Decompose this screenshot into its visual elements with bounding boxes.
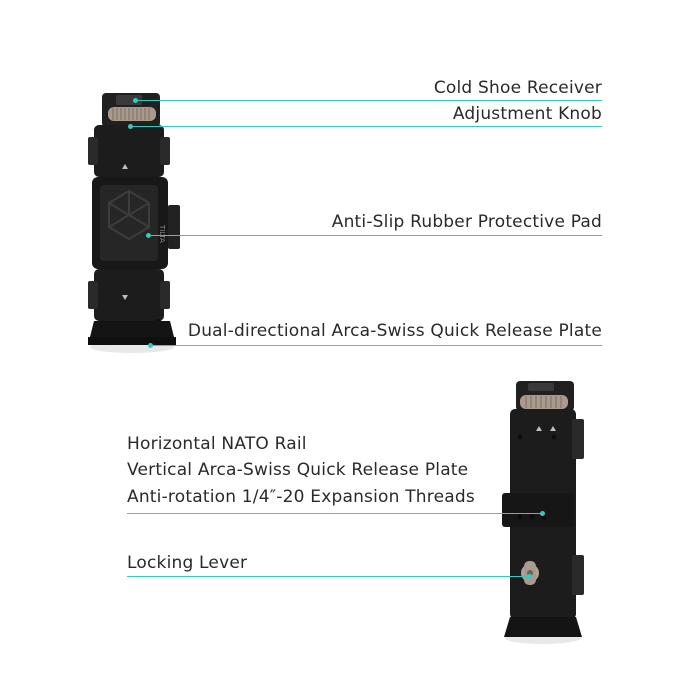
callout-cold-shoe-receiver: Cold Shoe Receiver [433,78,602,98]
leader-dot-locking-lever [527,574,532,579]
callout-vertical-arca-plate: Vertical Arca-Swiss Quick Release Plate [127,460,469,480]
leader-line-expansion-threads [127,513,542,514]
leader-dot-expansion-threads [540,511,545,516]
leader-dot-cold-shoe [133,98,138,103]
callout-horizontal-nato-rail: Horizontal NATO Rail [127,434,307,454]
leader-line-cold-shoe [135,100,602,101]
leader-dot-adjustment-knob [128,124,133,129]
callout-adjustment-knob: Adjustment Knob [452,104,602,124]
leader-dot-anti-slip-pad [146,233,151,238]
leader-dot-dual-arca-plate [148,343,153,348]
leader-line-dual-arca-plate [150,345,602,346]
callout-locking-lever: Locking Lever [127,553,248,573]
leader-line-anti-slip-pad [148,235,602,236]
leader-line-adjustment-knob [130,126,602,127]
leader-line-locking-lever [127,576,529,577]
callout-anti-slip-pad: Anti-Slip Rubber Protective Pad [331,212,602,232]
callout-expansion-threads: Anti-rotation 1/4″-20 Expansion Threads [127,487,475,507]
brand-mark: TILTA [158,224,166,243]
callout-dual-arca-plate: Dual-directional Arca-Swiss Quick Releas… [187,321,602,341]
product-image-front: TILTA [88,93,180,353]
